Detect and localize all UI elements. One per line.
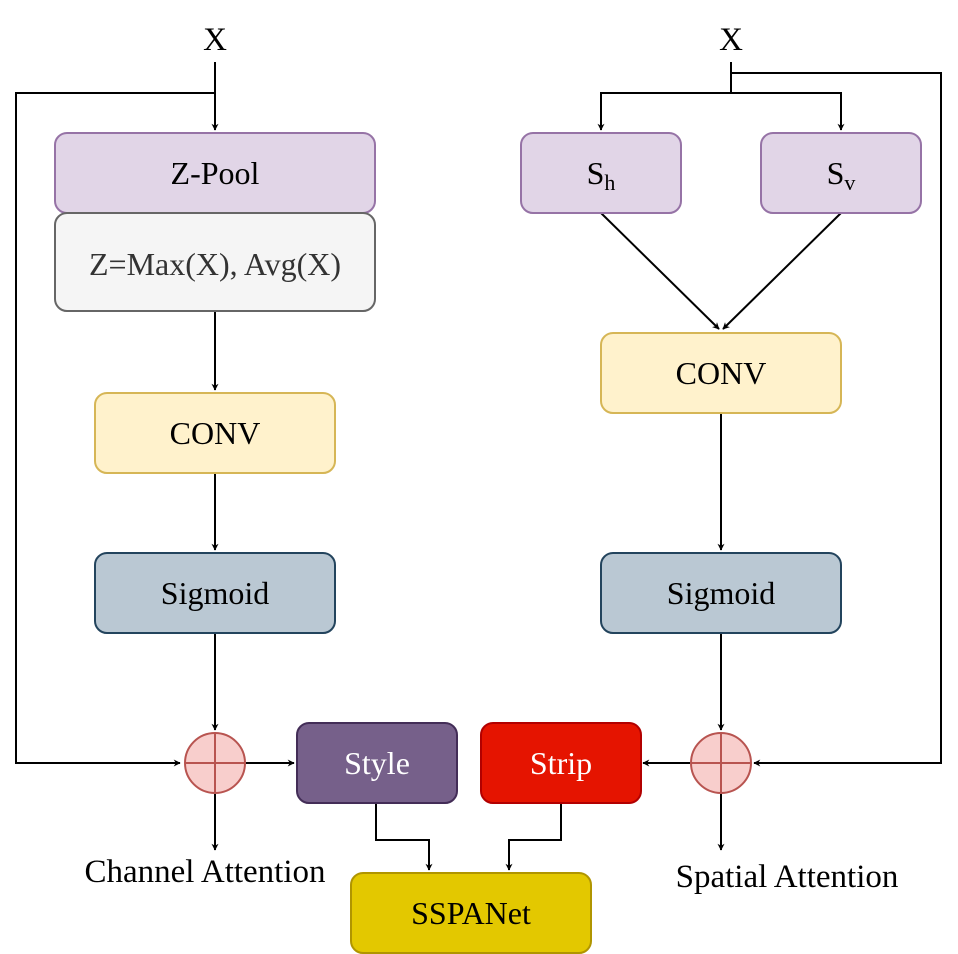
sh-box [520,132,682,214]
sh-label-base: S [587,155,605,191]
edge-style-to-output [375,803,433,871]
edge-sh-to-conv [600,212,720,330]
sh-label-sub: h [604,170,615,195]
zformula-box [54,212,376,312]
sv-node: Sv [760,132,922,214]
sspanet-node: SSPANet [350,872,592,954]
sigmoid-label-left: Sigmoid [161,575,269,611]
zpool-label: Z-Pool [171,155,260,191]
sigmoid-node-right: Sigmoid [600,552,842,634]
conv-node-right: CONV [600,332,842,414]
sspanet-box [350,872,592,954]
edge-x-skip-channel [15,92,215,767]
style-box [296,722,458,804]
sv-box [760,132,922,214]
style-label: Style [344,745,410,781]
edge-x-skip-spatial [731,72,942,767]
sv-label-base: S [827,155,845,191]
sv-label-sub: v [844,170,855,195]
sh-node: Sh [520,132,682,214]
zformula-node: Z=Max(X), Avg(X) [54,212,376,312]
zpool-node: Z-Pool [54,132,376,214]
conv-box-left [94,392,336,474]
channel-attention-caption: Channel Attention [84,854,325,890]
sh-label: Sh [587,155,616,195]
plus-circle-left [184,732,246,794]
sspanet-label: SSPANet [411,895,531,931]
edge-sv-to-conv [722,212,842,330]
spatial-attention-caption: Spatial Attention [676,859,899,895]
conv-box-right [600,332,842,414]
input-x-right: X [719,22,743,58]
conv-label-right: CONV [676,355,767,391]
edge-x-to-sh [597,92,731,131]
strip-box [480,722,642,804]
edge-strip-to-output [505,803,562,871]
sigmoid-node-left: Sigmoid [94,552,336,634]
sigmoid-label-right: Sigmoid [667,575,775,611]
style-node: Style [296,722,458,804]
zformula-label: Z=Max(X), Avg(X) [89,246,341,282]
edge-x-to-sv [731,92,845,131]
conv-label-left: CONV [170,415,261,451]
conv-node-left: CONV [94,392,336,474]
sigmoid-box-right [600,552,842,634]
strip-label: Strip [530,745,592,781]
sv-label: Sv [827,155,856,195]
input-x-left: X [203,22,227,58]
sigmoid-box-left [94,552,336,634]
plus-circle-right [690,732,752,794]
strip-node: Strip [480,722,642,804]
